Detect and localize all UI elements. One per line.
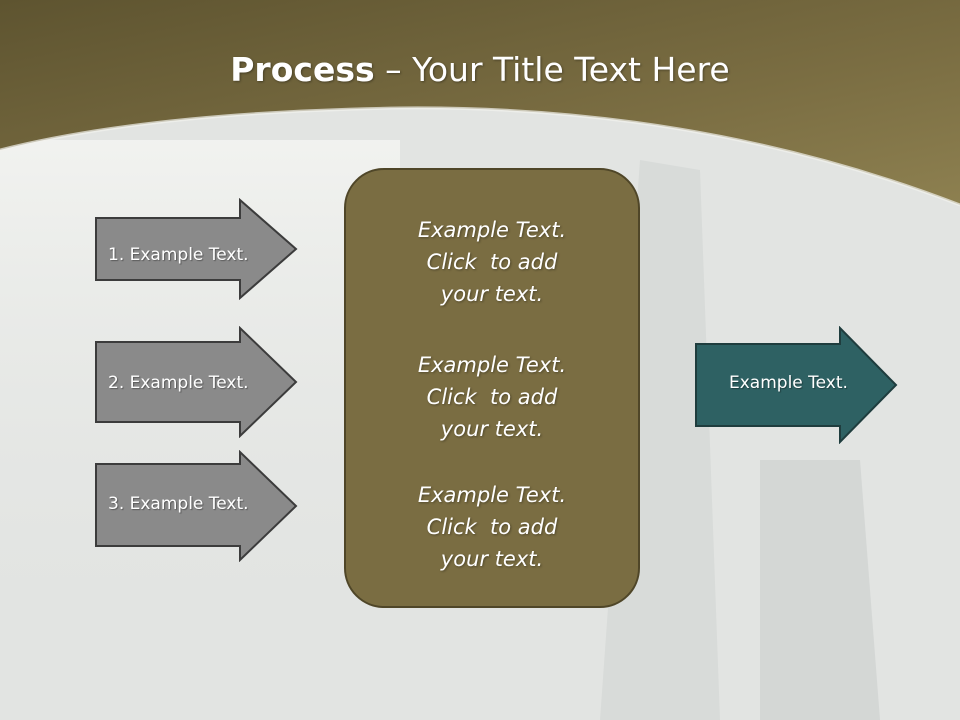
left-arrow-1 bbox=[95, 198, 298, 300]
center-text-box[interactable]: Example Text. Click to add your text. Ex… bbox=[344, 168, 640, 608]
center-paragraph-1: Example Text. Click to add your text. bbox=[417, 218, 567, 306]
left-arrow-2-label: 2. Example Text. bbox=[108, 373, 249, 393]
center-paragraph-3: Example Text. Click to add your text. bbox=[417, 483, 567, 571]
title-rest-part: – Your Title Text Here bbox=[374, 50, 730, 89]
right-arrow-label: Example Text. bbox=[729, 373, 848, 393]
left-arrow-3-label: 3. Example Text. bbox=[108, 494, 249, 514]
slide-title: Process – Your Title Text Here bbox=[0, 50, 960, 89]
left-arrow-2 bbox=[95, 326, 298, 438]
center-paragraph-2: Example Text. Click to add your text. bbox=[417, 353, 567, 441]
right-arrow bbox=[695, 326, 898, 444]
left-arrow-1-label: 1. Example Text. bbox=[108, 245, 249, 265]
title-bold-part: Process bbox=[230, 50, 375, 89]
left-arrow-3 bbox=[95, 450, 298, 562]
